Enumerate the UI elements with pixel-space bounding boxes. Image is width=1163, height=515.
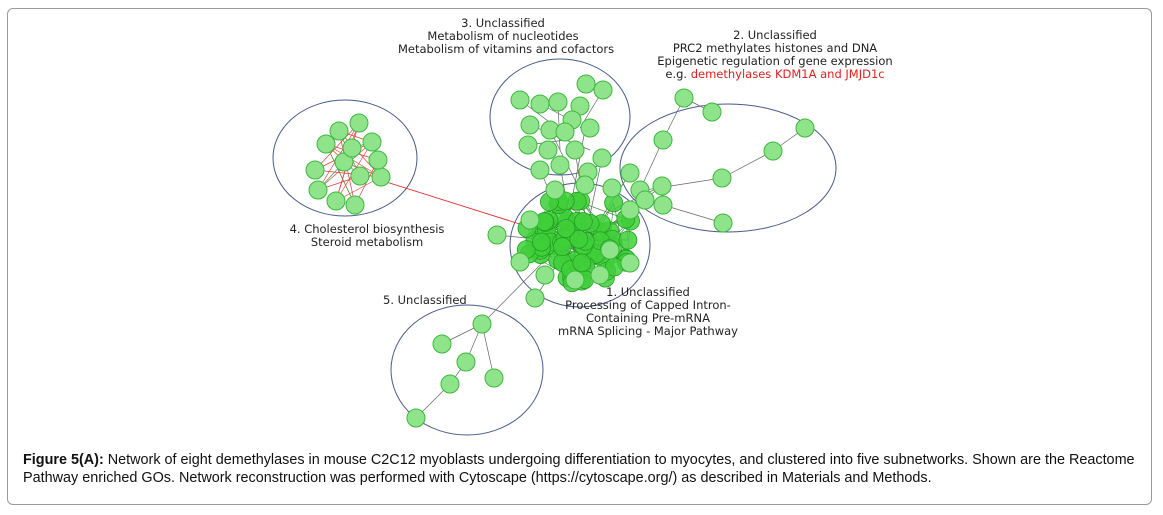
network-node (620, 163, 640, 183)
network-node (406, 408, 426, 428)
network-node (530, 160, 550, 180)
network-node (440, 374, 460, 394)
network-node (538, 140, 558, 160)
network-node (329, 121, 349, 141)
network-node (308, 180, 328, 200)
network-node (600, 240, 620, 260)
network-node (525, 288, 545, 308)
core-node (553, 237, 572, 257)
network-node (795, 118, 815, 138)
core-node (556, 219, 576, 238)
cluster-2-title: 2. Unclassified (733, 28, 817, 42)
network-node (368, 150, 388, 170)
cluster-1-title: 1. Unclassified (606, 285, 690, 299)
cluster-3-line1: Metabolism of nucleotides (427, 29, 579, 43)
network-node (432, 334, 452, 354)
cholesterol-link-edge (379, 179, 546, 233)
network-node (592, 148, 612, 168)
cluster-3-title: 3. Unclassified (461, 16, 545, 30)
figure-label: Figure 5(A): (23, 452, 104, 468)
network-node (520, 115, 540, 135)
network-node (652, 176, 672, 196)
cluster-3-label: 3. Unclassified Metabolism of nucleotide… (398, 16, 615, 56)
cluster-2-label: 2. Unclassified PRC2 methylates histones… (655, 29, 895, 81)
core-node (572, 253, 592, 273)
network-node (520, 210, 540, 230)
network-node (713, 213, 733, 233)
network-node (362, 132, 382, 152)
network-nodes (305, 74, 815, 428)
cluster-1-line1: Processing of Capped Intron- (565, 298, 731, 312)
network-node (712, 168, 732, 188)
core-edge (613, 202, 626, 259)
network-node (620, 200, 640, 220)
cluster-3-line2: Metabolism of vitamins and cofactors (398, 42, 615, 56)
network-node (674, 88, 694, 108)
network-node (550, 155, 570, 175)
network-node (653, 130, 673, 150)
cluster-5-title: 5. Unclassified (383, 293, 467, 307)
core-node (531, 232, 551, 252)
network-node (653, 195, 673, 215)
cluster-2-example: e.g. demethylases KDM1A and JMJD1c (655, 68, 895, 81)
network-node (763, 141, 783, 161)
network-node (530, 94, 550, 114)
network-node (555, 122, 575, 142)
network-node (326, 191, 346, 211)
network-node (576, 74, 596, 94)
network-node (350, 166, 370, 186)
caption-text: Network of eight demethylases in mouse C… (23, 452, 1135, 486)
cluster-4-line1: Steroid metabolism (310, 235, 424, 249)
network-node (342, 138, 362, 158)
network-node (565, 140, 585, 160)
network-node (580, 118, 600, 138)
cluster-4-label: 4. Cholesterol biosynthesis Steroid meta… (283, 223, 451, 249)
cluster-4-title: 4. Cholesterol biosynthesis (289, 222, 445, 236)
core-node (618, 230, 638, 250)
network-node (545, 180, 565, 200)
network-node (602, 178, 622, 198)
cluster-5-label: 5. Unclassified (383, 294, 473, 307)
cluster-2-outline (619, 103, 837, 233)
network-node (565, 270, 585, 290)
cluster-3-outline (489, 58, 631, 176)
network-node (305, 160, 325, 180)
network-node (702, 102, 722, 122)
network-node (620, 253, 640, 273)
network-node (484, 368, 504, 388)
network-node (472, 314, 492, 334)
network-node (548, 92, 568, 112)
cluster-1-line3: mRNA Splicing - Major Pathway (558, 324, 738, 338)
cluster-1-line2: Containing Pre-mRNA (586, 311, 710, 325)
cluster-1-label: 1. Unclassified Processing of Capped Int… (553, 286, 743, 338)
network-node (349, 113, 369, 133)
cluster-5-outline (390, 304, 544, 436)
core-node (569, 229, 589, 249)
cluster-4-outline (272, 99, 418, 217)
cluster-2-line1: PRC2 methylates histones and DNA (672, 41, 878, 55)
network-node (456, 352, 476, 372)
cluster-2-eg-prefix: e.g. (665, 67, 691, 81)
network-node (635, 190, 655, 210)
core-node (573, 212, 593, 231)
network-node (510, 252, 530, 272)
network-node (487, 225, 507, 245)
network-node (590, 265, 610, 285)
network-node (593, 80, 613, 100)
network-node (345, 195, 365, 215)
network-node (518, 135, 538, 155)
network-node (510, 90, 530, 110)
network-node (575, 175, 595, 195)
cluster-2-line2: Epigenetic regulation of gene expression (657, 54, 893, 68)
figure-caption: Figure 5(A): Network of eight demethylas… (23, 451, 1143, 487)
network-node (371, 167, 391, 187)
network-node (316, 134, 336, 154)
network-node (535, 265, 555, 285)
cluster-2-eg-genes: demethylases KDM1A and JMJD1c (690, 67, 885, 81)
